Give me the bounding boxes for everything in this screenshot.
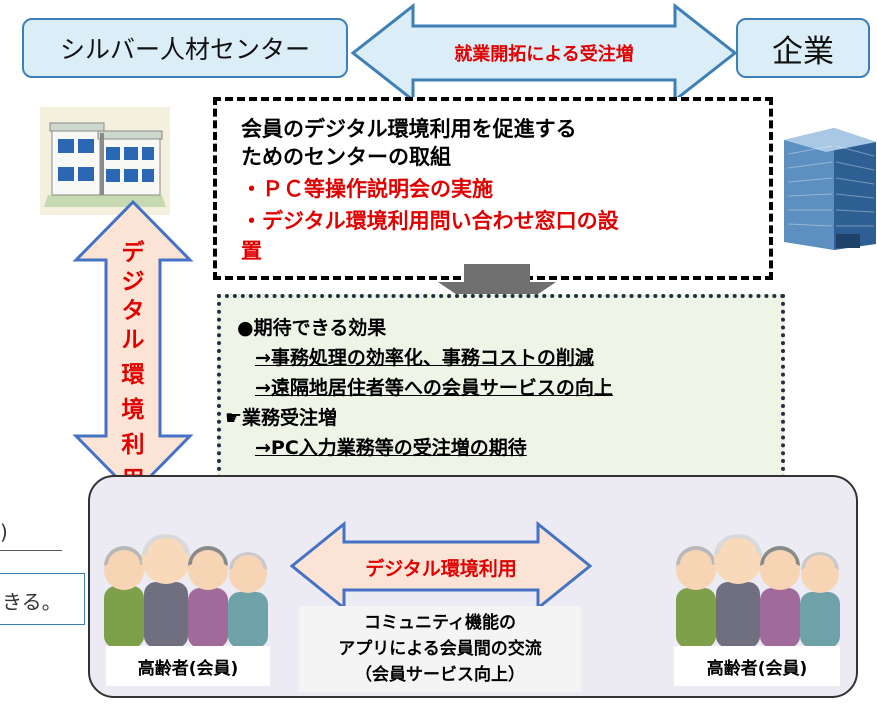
vertical-label-char: デ [121, 240, 145, 266]
right-member-label: 高齢者(会員) [674, 646, 840, 686]
initiative-item2-cont: 置 [241, 239, 262, 263]
company-label: 企業 [772, 33, 834, 70]
silver-center-label: シルバー人材センター [59, 35, 310, 64]
elderly-group-right-icon [676, 534, 840, 648]
vertical-label-char: 境 [121, 397, 145, 423]
partial-box: きる。 [0, 573, 85, 625]
left-member-label: 高齢者(会員) [106, 646, 270, 686]
bottom-arrow-label: デジタル環境利用 [365, 558, 517, 580]
company-building-icon [784, 128, 876, 250]
initiative-item1: ・ＰＣ等操作説明会の実施 [241, 177, 493, 201]
silver-center-building-icon [40, 107, 170, 215]
company-box: 企業 [736, 18, 870, 78]
partial-underline [0, 550, 62, 551]
vertical-label-char: ジ [121, 269, 145, 295]
partial-box-text: きる。 [2, 590, 62, 614]
effect-item-1: →事務処理の効率化、事務コストの削減 [255, 347, 594, 369]
community-line1: コミュニティ機能の [364, 613, 516, 633]
silver-center-box: シルバー人材センター [22, 18, 348, 78]
elderly-group-left-icon [104, 534, 268, 648]
vertical-label-char: タ [121, 298, 145, 324]
effects-box: ●期待できる効果 →事務処理の効率化、事務コストの削減 →遠隔地居住者等への会員… [217, 294, 785, 479]
community-line3: （会員サービス向上） [355, 665, 525, 685]
effects-heading: ●期待できる効果 [237, 317, 387, 339]
top-double-arrow [350, 2, 738, 104]
initiative-box: 会員のデジタル環境利用を促進する ためのセンターの取組 ・ＰＣ等操作説明会の実施… [213, 97, 773, 280]
effects-heading-2: ☛業務受注増 [225, 407, 338, 429]
effect-item-2: →遠隔地居住者等への会員サービスの向上 [255, 377, 613, 399]
vertical-label-char: 環 [121, 362, 145, 388]
community-line2: アプリによる会員間の交流 [338, 639, 542, 659]
initiative-line2: ためのセンターの取組 [241, 145, 451, 169]
vertical-label-char: ル [121, 327, 145, 353]
vertical-label-char: 利 [121, 432, 145, 458]
bottom-double-arrow [289, 520, 593, 612]
partial-paren: ) [0, 520, 8, 544]
initiative-line1: 会員のデジタル環境利用を促進する [241, 117, 577, 141]
top-arrow-label: 就業開拓による受注増 [454, 44, 634, 65]
down-arrow [438, 264, 556, 322]
initiative-item2: ・デジタル環境利用問い合わせ窓口の設 [241, 209, 619, 233]
community-description: コミュニティ機能の アプリによる会員間の交流 （会員サービス向上） [299, 606, 581, 692]
effect-item-3: →PC入力業務等の受注増の期待 [255, 437, 527, 459]
